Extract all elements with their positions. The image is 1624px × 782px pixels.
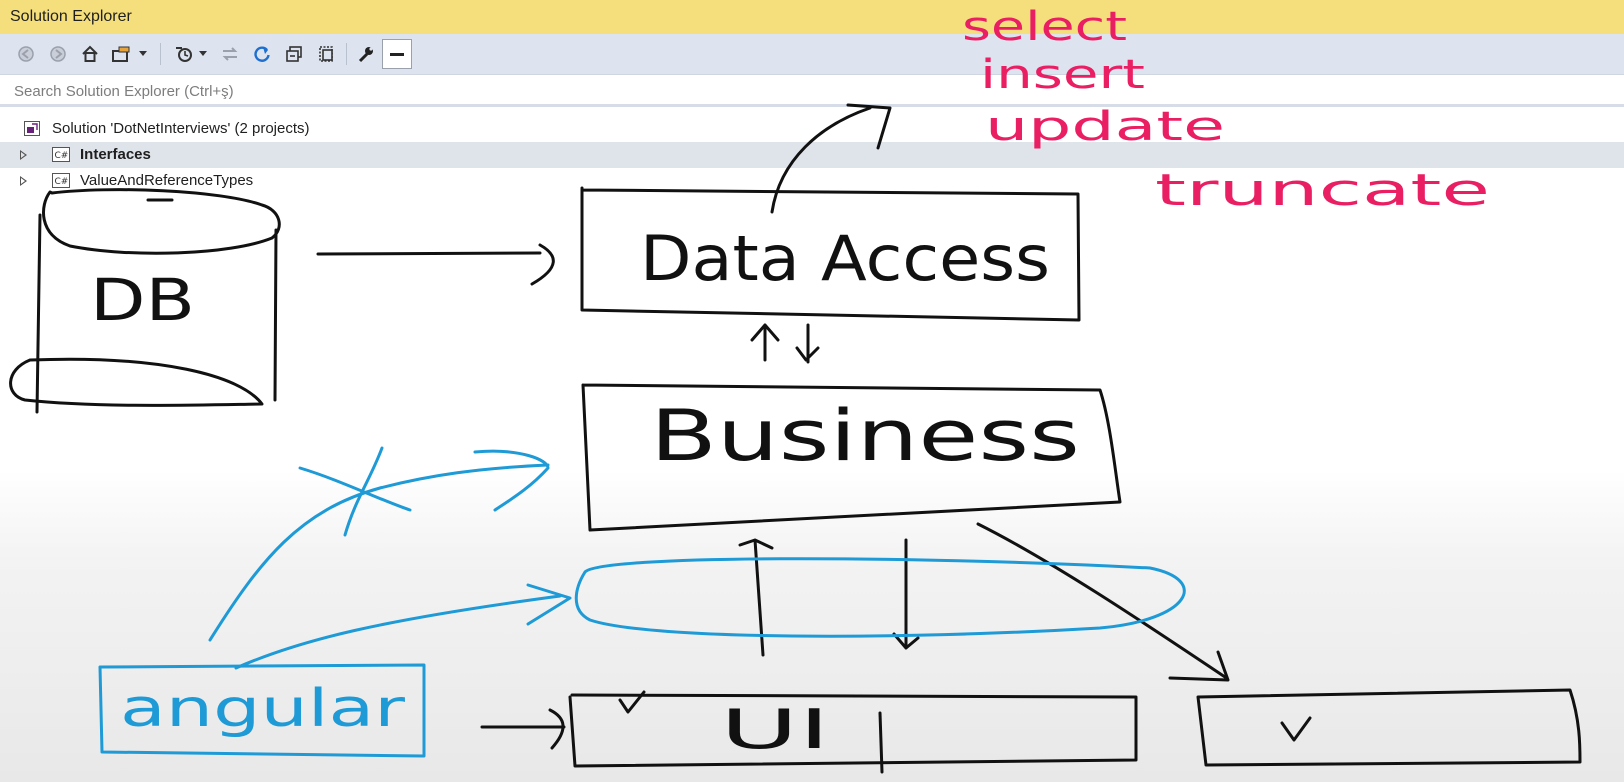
angular-to-business-arrow [208, 449, 550, 642]
angular-label: angular [120, 679, 406, 739]
csharp-project-icon: C# [52, 173, 70, 188]
collapse-all-icon[interactable] [282, 42, 306, 66]
csharp-project-icon: C# [52, 147, 70, 162]
db-cylinder-bottom [9, 357, 264, 407]
db-to-dataaccess-arrow [316, 243, 555, 286]
right-box [1196, 688, 1582, 767]
angular-box [98, 663, 426, 758]
sync-icon[interactable] [218, 42, 242, 66]
search-box[interactable] [0, 76, 1624, 107]
data-access-box [580, 186, 1081, 322]
business-box [581, 383, 1122, 532]
db-cylinder-right [273, 228, 278, 402]
tree-project-valueandreferencetypes[interactable]: C# ValueAndReferenceTypes [0, 168, 1624, 194]
solution-tree: Solution 'DotNetInterviews' (2 projects)… [0, 116, 1624, 194]
angular-to-ellipse-arrow [234, 583, 572, 670]
right-box-checkmark [1280, 716, 1312, 742]
ui-checkmark [618, 690, 646, 714]
properties-icon[interactable] [354, 42, 378, 66]
project-label: Interfaces [80, 146, 151, 163]
pending-changes-filter-icon[interactable] [172, 42, 196, 66]
db-cylinder-top [42, 188, 281, 255]
business-to-rightbox-arrow [976, 522, 1230, 682]
db-cylinder-left [35, 213, 42, 414]
home-icon[interactable] [78, 42, 102, 66]
blue-cross [298, 446, 412, 537]
dataaccess-business-arrows [750, 323, 820, 364]
project-label: ValueAndReferenceTypes [80, 172, 254, 189]
angular-to-ui-arrow [480, 708, 566, 750]
switch-views-icon[interactable] [110, 42, 134, 66]
refresh-icon[interactable] [250, 42, 274, 66]
db-label: DB [90, 266, 195, 334]
toolbar [0, 34, 1624, 75]
expand-caret-icon[interactable] [20, 176, 27, 186]
window-title: Solution Explorer [0, 0, 1624, 34]
toolbar-separator [160, 43, 161, 65]
solution-label: Solution 'DotNetInterviews' (2 projects) [52, 120, 310, 137]
data-access-label: Data Access [640, 222, 1050, 295]
toolbar-separator [346, 43, 347, 65]
preview-icon[interactable] [382, 39, 412, 69]
business-label: Business [650, 395, 1080, 477]
svg-text:C#: C# [55, 177, 69, 187]
business-ui-arrows [738, 538, 920, 657]
search-input[interactable] [12, 76, 1616, 106]
svg-text:C#: C# [55, 151, 69, 161]
tree-project-interfaces[interactable]: C# Interfaces [0, 142, 1624, 168]
tree-solution-node[interactable]: Solution 'DotNetInterviews' (2 projects) [0, 116, 1624, 142]
switch-views-dropdown-icon[interactable] [138, 42, 148, 66]
ui-box [568, 693, 1138, 768]
expand-caret-icon[interactable] [20, 150, 27, 160]
forward-icon[interactable] [46, 42, 70, 66]
show-all-files-icon[interactable] [314, 42, 338, 66]
pending-changes-dropdown-icon[interactable] [198, 42, 208, 66]
back-icon[interactable] [14, 42, 38, 66]
solution-icon [24, 121, 40, 136]
blue-ellipse [574, 557, 1186, 638]
ui-box-divider [878, 711, 884, 774]
ui-label: UI [720, 698, 830, 761]
